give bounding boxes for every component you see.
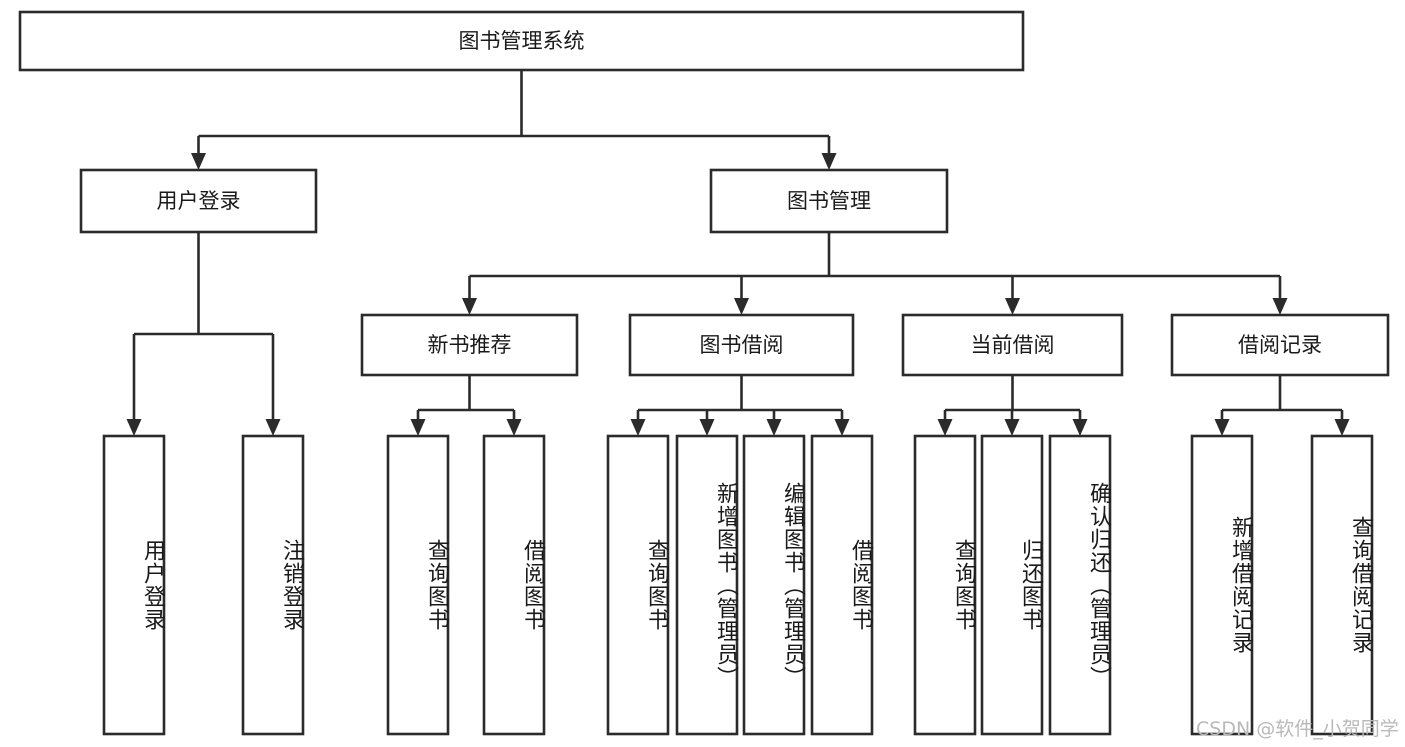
arrow-down-icon-leaf-11: [1214, 419, 1230, 436]
node-box-leaf-7: [810, 434, 874, 736]
arrow-down-icon-level3-2: [1005, 298, 1020, 315]
node-label-level2-1: 图书管理: [787, 189, 871, 213]
arrow-down-icon-leaf-2: [410, 419, 426, 436]
arrow-down-icon-leaf-6: [766, 419, 782, 436]
node-box-level2-1: [709, 168, 949, 234]
node-label-level3-1: 图书借阅: [700, 333, 784, 357]
arrow-down-icon-level2-0: [191, 153, 206, 170]
node-box-leaf-10: [1048, 434, 1112, 736]
node-box-level3-0: [360, 313, 579, 377]
arrow-down-icon-level3-0: [462, 298, 477, 315]
arrow-down-icon-leaf-10: [1072, 419, 1088, 436]
node-box-leaf-0: [102, 434, 166, 736]
node-box-leaf-5: [675, 434, 739, 736]
node-label-level2-0: 用户登录: [157, 189, 241, 213]
node-box-level3-3: [1170, 313, 1390, 377]
node-box-leaf-11: [1190, 434, 1254, 736]
arrow-down-icon-leaf-1: [265, 419, 281, 436]
node-box-leaf-8: [913, 434, 977, 736]
node-label-root: 图书管理系统: [459, 29, 585, 53]
node-box-root: [18, 10, 1025, 72]
node-label-level3-3: 借阅记录: [1238, 333, 1322, 357]
arrow-down-icon-leaf-4: [630, 419, 646, 436]
node-box-leaf-3: [482, 434, 546, 736]
node-box-level3-1: [628, 313, 855, 377]
node-box-leaf-9: [980, 434, 1044, 736]
connector-layer: [126, 70, 1350, 436]
node-label-level3-2: 当前借阅: [971, 333, 1055, 357]
node-label-level3-0: 新书推荐: [428, 333, 512, 357]
arrow-down-icon-leaf-3: [506, 419, 522, 436]
node-box-level3-2: [901, 313, 1124, 377]
arrow-down-icon-leaf-12: [1334, 419, 1350, 436]
arrow-down-icon-level3-1: [734, 298, 749, 315]
arrow-down-icon-level3-3: [1272, 298, 1288, 315]
arrow-down-icon-level2-1: [821, 153, 837, 170]
node-box-leaf-12: [1310, 434, 1374, 736]
node-box-leaf-1: [241, 434, 305, 736]
csdn-watermark: CSDN @软件_小贺同学: [1196, 718, 1399, 740]
arrow-down-icon-leaf-9: [1004, 419, 1020, 436]
node-box-leaf-2: [386, 434, 450, 736]
node-box-level2-0: [79, 168, 318, 234]
arrow-down-icon-leaf-7: [834, 419, 850, 436]
arrow-down-icon-leaf-0: [126, 419, 142, 436]
arrow-down-icon-leaf-8: [937, 419, 953, 436]
node-box-layer: [18, 10, 1390, 736]
node-box-leaf-4: [606, 434, 670, 736]
arrow-down-icon-leaf-5: [699, 419, 715, 436]
node-box-leaf-6: [742, 434, 806, 736]
